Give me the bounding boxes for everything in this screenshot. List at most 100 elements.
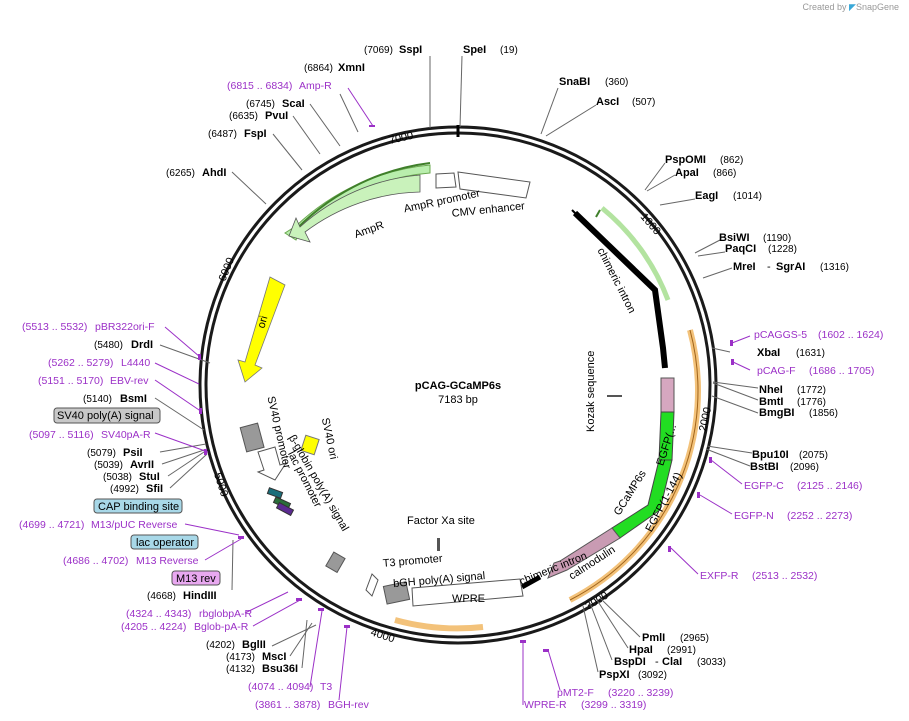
svg-text:rbglobpA-R: rbglobpA-R [199, 608, 253, 620]
svg-text:(6265): (6265) [166, 168, 195, 179]
svg-text:(4686 .. 4702): (4686 .. 4702) [63, 555, 128, 567]
svg-text:(3220 .. 3239): (3220 .. 3239) [608, 687, 673, 699]
enzyme-bsu36i[interactable]: (4132)Bsu36I [226, 663, 298, 675]
kozak-box [660, 377, 675, 413]
svg-text:(2075): (2075) [799, 450, 828, 461]
enzyme-asci[interactable]: AscI(507) [596, 96, 655, 108]
primer-wpre-r[interactable]: WPRE-R(3299 .. 3319) [524, 699, 646, 711]
primer-pbr322ori-f[interactable]: (5513 .. 5532)pBR322ori-F [22, 321, 155, 333]
enzyme-bmgbi[interactable]: BmgBI(1856) [759, 407, 838, 419]
enzyme-apai[interactable]: ApaI(866) [675, 167, 736, 179]
svg-text:-: - [767, 261, 771, 273]
svg-text:NheI: NheI [759, 384, 783, 396]
primer-egfp-c[interactable]: EGFP-C(2125 .. 2146) [744, 480, 862, 492]
enzyme-drdi[interactable]: (5480)DrdI [94, 339, 153, 351]
plasmid-size: 7183 bp [438, 394, 478, 406]
svg-text:(1228): (1228) [768, 244, 797, 255]
sv40-polya-box [239, 422, 265, 453]
enzyme-bspdi-clai[interactable]: BspDI-ClaI(3033) [614, 656, 726, 668]
primer-pmt2-f[interactable]: pMT2-F(3220 .. 3239) [557, 687, 673, 699]
svg-text:AvrII: AvrII [130, 459, 154, 471]
primer-t3[interactable]: (4074 .. 4094)T3 [248, 681, 332, 693]
svg-text:(2252 .. 2273): (2252 .. 2273) [787, 510, 852, 522]
primer-pcaggs-5[interactable]: pCAGGS-5(1602 .. 1624) [754, 329, 883, 341]
svg-text:(6815 .. 6834): (6815 .. 6834) [227, 80, 292, 92]
enzyme-pvui[interactable]: (6635)PvuI [229, 110, 288, 122]
enzyme-hindiii[interactable]: (4668)HindIII [147, 590, 217, 602]
snapgene-logo-icon: ◤ [849, 2, 856, 12]
enzyme-xbai[interactable]: XbaI(1631) [757, 347, 825, 359]
ori-arrow [237, 276, 286, 383]
primer-pcag-f[interactable]: pCAG-F(1686 .. 1705) [757, 365, 874, 377]
primer-m13-puc-reverse[interactable]: (4699 .. 4721)M13/pUC Reverse [19, 519, 178, 531]
chimeric-intron-2-bar [520, 574, 542, 590]
enzyme-bglii[interactable]: (4202)BglII [206, 639, 266, 651]
box-cap-binding-site[interactable]: CAP binding site [93, 498, 183, 514]
svg-text:EBV-rev: EBV-rev [110, 375, 149, 387]
enzyme-msci[interactable]: (4173)MscI [226, 651, 286, 663]
enzyme-avrii[interactable]: (5039)AvrII [94, 459, 154, 471]
enzyme-psii[interactable]: (5079)PsiI [87, 447, 143, 459]
primer-amp-r[interactable]: (6815 .. 6834)Amp-R [227, 80, 332, 92]
enzyme-bsmi[interactable]: (5140)BsmI [83, 393, 147, 405]
svg-text:SnaBI: SnaBI [559, 76, 590, 88]
primer-m13-reverse[interactable]: (4686 .. 4702)M13 Reverse [63, 555, 199, 567]
box-sv40-polya[interactable]: SV40 poly(A) signal [53, 407, 161, 424]
svg-text:DrdI: DrdI [131, 339, 153, 351]
enzyme-bsiwi[interactable]: BsiWI(1190) [719, 232, 791, 244]
svg-text:StuI: StuI [139, 471, 160, 483]
enzyme-mrei-sgrai[interactable]: MreI-SgrAI(1316) [733, 261, 849, 273]
primer-egfp-n[interactable]: EGFP-N(2252 .. 2273) [734, 510, 852, 522]
enzyme-paqci[interactable]: PaqCI(1228) [725, 243, 797, 255]
primer-bgh-rev[interactable]: (3861 .. 3878)BGH-rev [255, 699, 370, 711]
bgh-polya-box [382, 581, 411, 605]
enzyme-eagi[interactable]: EagI(1014) [695, 190, 762, 202]
primer-exfp-r[interactable]: EXFP-R(2513 .. 2532) [700, 570, 817, 582]
tick-2000: 2000 [697, 406, 714, 432]
enzyme-pmli[interactable]: PmlI(2965) [642, 632, 709, 644]
enzyme-hpai[interactable]: HpaI(2991) [629, 644, 696, 656]
svg-text:(3092): (3092) [638, 670, 667, 681]
enzyme-scai[interactable]: (6745)ScaI [246, 98, 305, 110]
credit-prefix: Created by [802, 2, 847, 12]
primer-rbglobpa-r[interactable]: (4324 .. 4343)rbglobpA-R [126, 608, 253, 620]
svg-text:(5140): (5140) [83, 394, 112, 405]
svg-text:XbaI: XbaI [757, 347, 780, 359]
enzyme-bpu10i[interactable]: Bpu10I(2075) [752, 449, 828, 461]
svg-text:(19): (19) [500, 45, 518, 56]
enzyme-bstbi[interactable]: BstBI(2096) [750, 461, 819, 473]
primer-bglob-pa-r[interactable]: (4205 .. 4224)Bglob-pA-R [121, 621, 249, 633]
primer-ebv-rev[interactable]: (5151 .. 5170)EBV-rev [38, 375, 149, 387]
enzyme-stui[interactable]: (5038)StuI [103, 471, 160, 483]
enzyme-sspi[interactable]: (7069)SspI [364, 44, 422, 56]
box-lac-operator[interactable]: lac operator [130, 534, 199, 550]
svg-text:SgrAI: SgrAI [776, 261, 805, 273]
enzyme-bmti[interactable]: BmtI(1776) [759, 396, 826, 408]
svg-text:EagI: EagI [695, 190, 718, 202]
enzyme-ahdi[interactable]: (6265)AhdI [166, 167, 226, 179]
svg-text:EXFP-R: EXFP-R [700, 570, 739, 582]
tick-5000: 5000 [211, 471, 230, 498]
enzyme-spei[interactable]: SpeI(19) [463, 44, 518, 56]
enzyme-fspi[interactable]: (6487)FspI [208, 128, 267, 140]
svg-text:(5513 .. 5532): (5513 .. 5532) [22, 321, 87, 333]
calmodulin-arrow [547, 527, 621, 579]
primer-l4440[interactable]: (5262 .. 5279)L4440 [48, 357, 150, 369]
svg-text:(5262 .. 5279): (5262 .. 5279) [48, 357, 113, 369]
enzyme-xmni[interactable]: (6864)XmnI [304, 62, 365, 74]
chimeric-intron-marker [595, 209, 601, 218]
svg-text:(6745): (6745) [246, 99, 275, 110]
enzyme-pspomi[interactable]: PspOMI(862) [665, 154, 743, 166]
svg-text:EGFP-C: EGFP-C [744, 480, 784, 492]
chimeric-intron-bar [572, 210, 668, 369]
enzyme-snabi[interactable]: SnaBI(360) [559, 76, 628, 88]
enzyme-pspxi[interactable]: PspXI(3092) [599, 669, 667, 681]
enzyme-leaders [154, 55, 759, 673]
enzyme-nhei[interactable]: NheI(1772) [759, 384, 826, 396]
svg-text:(862): (862) [720, 155, 743, 166]
svg-text:BmtI: BmtI [759, 396, 783, 408]
primer-sv40pa-r[interactable]: (5097 .. 5116)SV40pA-R [29, 429, 151, 441]
enzyme-sfii[interactable]: (4992)SfiI [110, 483, 163, 495]
box-m13-rev[interactable]: M13 rev [171, 570, 221, 586]
svg-text:SspI: SspI [399, 44, 422, 56]
